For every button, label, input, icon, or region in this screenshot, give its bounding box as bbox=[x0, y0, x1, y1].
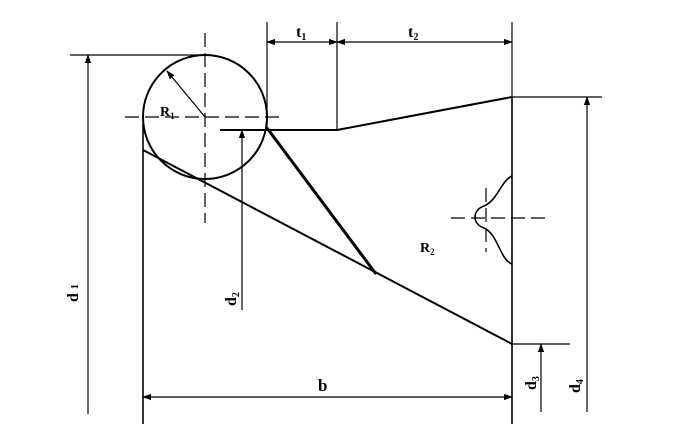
label-t1: t1 bbox=[296, 24, 306, 43]
label-d4: d4 bbox=[567, 379, 586, 393]
label-d2: d2 bbox=[223, 292, 242, 306]
label-r2: R2 bbox=[420, 241, 435, 257]
dimension-lines bbox=[84, 38, 591, 414]
top-profile-line bbox=[220, 96, 513, 131]
dim-r1-leader bbox=[166, 70, 206, 118]
label-d1: d1 bbox=[65, 284, 82, 302]
label-r1: R1 bbox=[160, 105, 175, 121]
center-lines bbox=[125, 33, 549, 252]
groove-profile-r2 bbox=[474, 175, 513, 265]
label-t2: t2 bbox=[408, 24, 418, 43]
lower-slant-line bbox=[142, 149, 513, 345]
dimension-labels: t1 t2 R1 R2 b d1 d2 d3 d4 bbox=[65, 24, 586, 395]
inner-diagonal-line bbox=[265, 127, 378, 275]
label-d3: d3 bbox=[523, 376, 542, 390]
part-outline bbox=[142, 54, 513, 424]
extension-lines bbox=[70, 22, 602, 345]
label-b: b bbox=[318, 376, 327, 395]
